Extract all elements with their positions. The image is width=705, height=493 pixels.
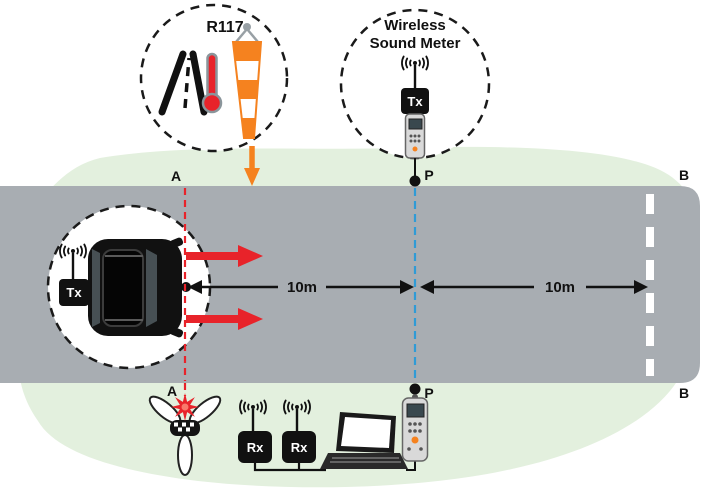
trigger-flash-icon [171, 393, 199, 421]
handheld-sound-meter-icon [404, 113, 426, 159]
cable-meter-laptop [406, 461, 416, 471]
line-p-label-top: P [424, 167, 433, 183]
distance-label-pb: 10m [545, 279, 575, 296]
distance-arrow-ap [188, 280, 414, 294]
rx1-label: Rx [247, 440, 264, 455]
p-marker-dot-top [409, 175, 421, 187]
car-top-view-icon [88, 237, 191, 338]
r117-label: R117 [206, 19, 243, 36]
line-a-label-bottom: A [167, 383, 177, 399]
direction-arrow-bottom [186, 308, 263, 330]
rx-receiver-2 [282, 399, 316, 463]
tx-transmitter-box [401, 88, 429, 114]
thermometer-icon [201, 52, 223, 114]
anemometer-icon [148, 395, 222, 476]
windsock-icon [231, 23, 263, 139]
rx2-label: Rx [291, 440, 308, 455]
line-p-label-bottom: P [424, 385, 433, 401]
cable-rx1-laptop [253, 463, 326, 472]
wsm-label-line1: Wireless [384, 17, 446, 34]
tx-label-sound-meter: Tx [407, 94, 423, 109]
sound-level-meter-icon [401, 394, 429, 462]
distance-arrow-pb [420, 280, 648, 294]
vehicle-tx-transmitter [59, 243, 89, 306]
rx-receiver-1 [238, 399, 272, 463]
distance-label-ap: 10m [287, 279, 317, 296]
direction-arrow-top [186, 245, 263, 267]
line-b-label-bottom: B [679, 385, 689, 401]
tx-label-vehicle: Tx [66, 285, 82, 300]
wsm-label-line2: Sound Meter [370, 35, 461, 52]
wireless-sound-meter-device [401, 55, 429, 176]
line-a-label-top: A [171, 168, 181, 184]
laptop-icon [320, 412, 408, 469]
windsock-arrow [244, 146, 260, 186]
line-b-label-top: B [679, 167, 689, 183]
